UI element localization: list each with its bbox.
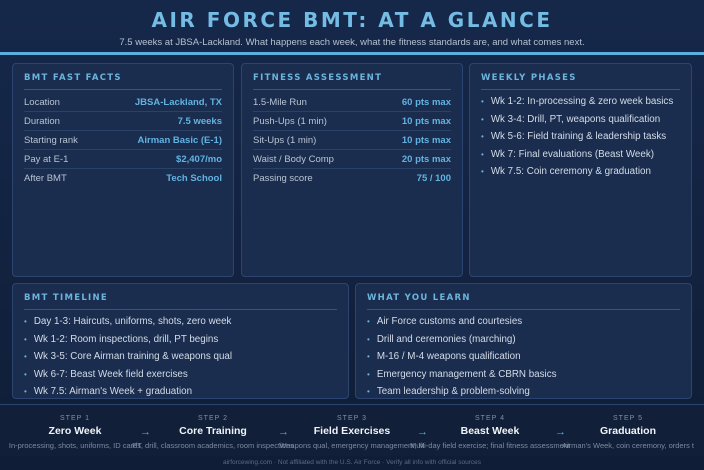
row-value: 60 pts max [401,97,451,108]
step-title: Field Exercises [313,425,391,437]
list-item: Air Force customs and courtesies [367,313,680,331]
fact-row: Starting rank Airman Basic (E-1) [24,131,222,150]
page-subtitle: 7.5 weeks at JBSA-Lackland. What happens… [119,37,585,48]
row-value: JBSA-Lackland, TX [134,97,222,108]
row-label: Sit-Ups (1 min) [253,135,317,146]
list-item: Wk 3-5: Core Airman training & weapons q… [24,348,337,366]
list-item: Wk 7.5: Airman's Week + graduation [24,383,337,398]
step-title: Zero Week [48,425,102,437]
fact-row: Push-Ups (1 min) 10 pts max [253,112,451,131]
row-label: Passing score [253,173,313,184]
list-item: Wk 1-2: In-processing & zero week basics [481,93,680,111]
row-value: 20 pts max [401,154,451,165]
fact-row: Duration 7.5 weeks [24,112,222,131]
fact-row: Pay at E-1 $2,407/mo [24,150,222,169]
list-item: Emergency management & CBRN basics [367,366,680,384]
panel-heading: FITNESS ASSESSMENT [253,73,451,90]
footer: airforcewing.com · Not affiliated with t… [222,459,482,466]
row-value: $2,407/mo [176,154,222,165]
fitness-panel: FITNESS ASSESSMENT 1.5-Mile Run 60 pts ma… [241,63,463,277]
weekly-phases-panel: WEEKLY PHASES Wk 1-2: In-processing & ze… [469,63,692,277]
step-description: Multi-day field exercise; final fitness … [409,441,571,450]
list-item: Wk 1-2: Room inspections, drill, PT begi… [24,331,337,349]
step-description: In-processing, shots, uniforms, ID cards [8,441,142,450]
panel-heading: WEEKLY PHASES [481,73,680,90]
fact-row: 1.5-Mile Run 60 pts max [253,93,451,112]
arrow-right-icon: → [417,426,428,438]
step-title: Core Training [179,425,247,437]
step-number: STEP 5 [613,415,643,422]
row-label: Starting rank [24,135,78,146]
row-value: 7.5 weeks [177,116,222,127]
fact-row: Passing score 75 / 100 [253,169,451,188]
fact-row: After BMT Tech School [24,169,222,188]
step-description: PT, drill, classroom academics, room ins… [132,441,294,450]
list-item: Wk 7: Final evaluations (Beast Week) [481,146,680,164]
row-value: 10 pts max [401,116,451,127]
fact-row: Waist / Body Comp 20 pts max [253,150,451,169]
list-item: Team leadership & problem-solving [367,383,680,398]
timeline-panel: BMT TIMELINE Day 1-3: Haircuts, uniforms… [12,283,349,399]
fast-facts-panel: BMT FAST FACTS Location JBSA-Lackland, TX… [12,63,234,277]
step-number: STEP 1 [60,415,90,422]
list-item: Wk 5-6: Field training & leadership task… [481,128,680,146]
arrow-right-icon: → [278,426,289,438]
arrow-right-icon: → [140,426,151,438]
step-number: STEP 2 [198,415,228,422]
panel-heading: WHAT YOU LEARN [367,293,680,310]
row-label: Pay at E-1 [24,154,69,165]
list-item: Wk 7.5: Coin ceremony & graduation [481,163,680,181]
step-description: Airman's Week, coin ceremony, orders t [561,441,695,450]
list-item: Wk 6-7: Beast Week field exercises [24,366,337,384]
panel-heading: BMT FAST FACTS [24,73,222,90]
row-label: 1.5-Mile Run [253,97,307,108]
arrow-right-icon: → [555,426,566,438]
step-description: Weapons qual, emergency management, M [279,441,425,450]
row-value: Airman Basic (E-1) [137,135,222,146]
list-item: Day 1-3: Haircuts, uniforms, shots, zero… [24,313,337,331]
row-label: Duration [24,116,60,127]
list-item: M-16 / M-4 weapons qualification [367,348,680,366]
list-item: Wk 3-4: Drill, PT, weapons qualification [481,111,680,129]
step-title: Beast Week [460,425,520,437]
row-label: After BMT [24,173,67,184]
step-title: Graduation [599,425,656,437]
page-title: AIR FORCE BMT: AT A GLANCE [151,8,553,32]
header-divider [0,52,704,55]
fact-row: Location JBSA-Lackland, TX [24,93,222,112]
row-value: Tech School [166,173,222,184]
row-label: Push-Ups (1 min) [253,116,327,127]
fact-row: Sit-Ups (1 min) 10 pts max [253,131,451,150]
step-number: STEP 3 [337,415,367,422]
what-you-learn-panel: WHAT YOU LEARN Air Force customs and cou… [355,283,692,399]
row-label: Waist / Body Comp [253,154,334,165]
list-item: Drill and ceremonies (marching) [367,331,680,349]
row-label: Location [24,97,60,108]
step-number: STEP 4 [475,415,505,422]
row-value: 10 pts max [401,135,451,146]
row-value: 75 / 100 [416,173,451,184]
panel-heading: BMT TIMELINE [24,293,337,310]
